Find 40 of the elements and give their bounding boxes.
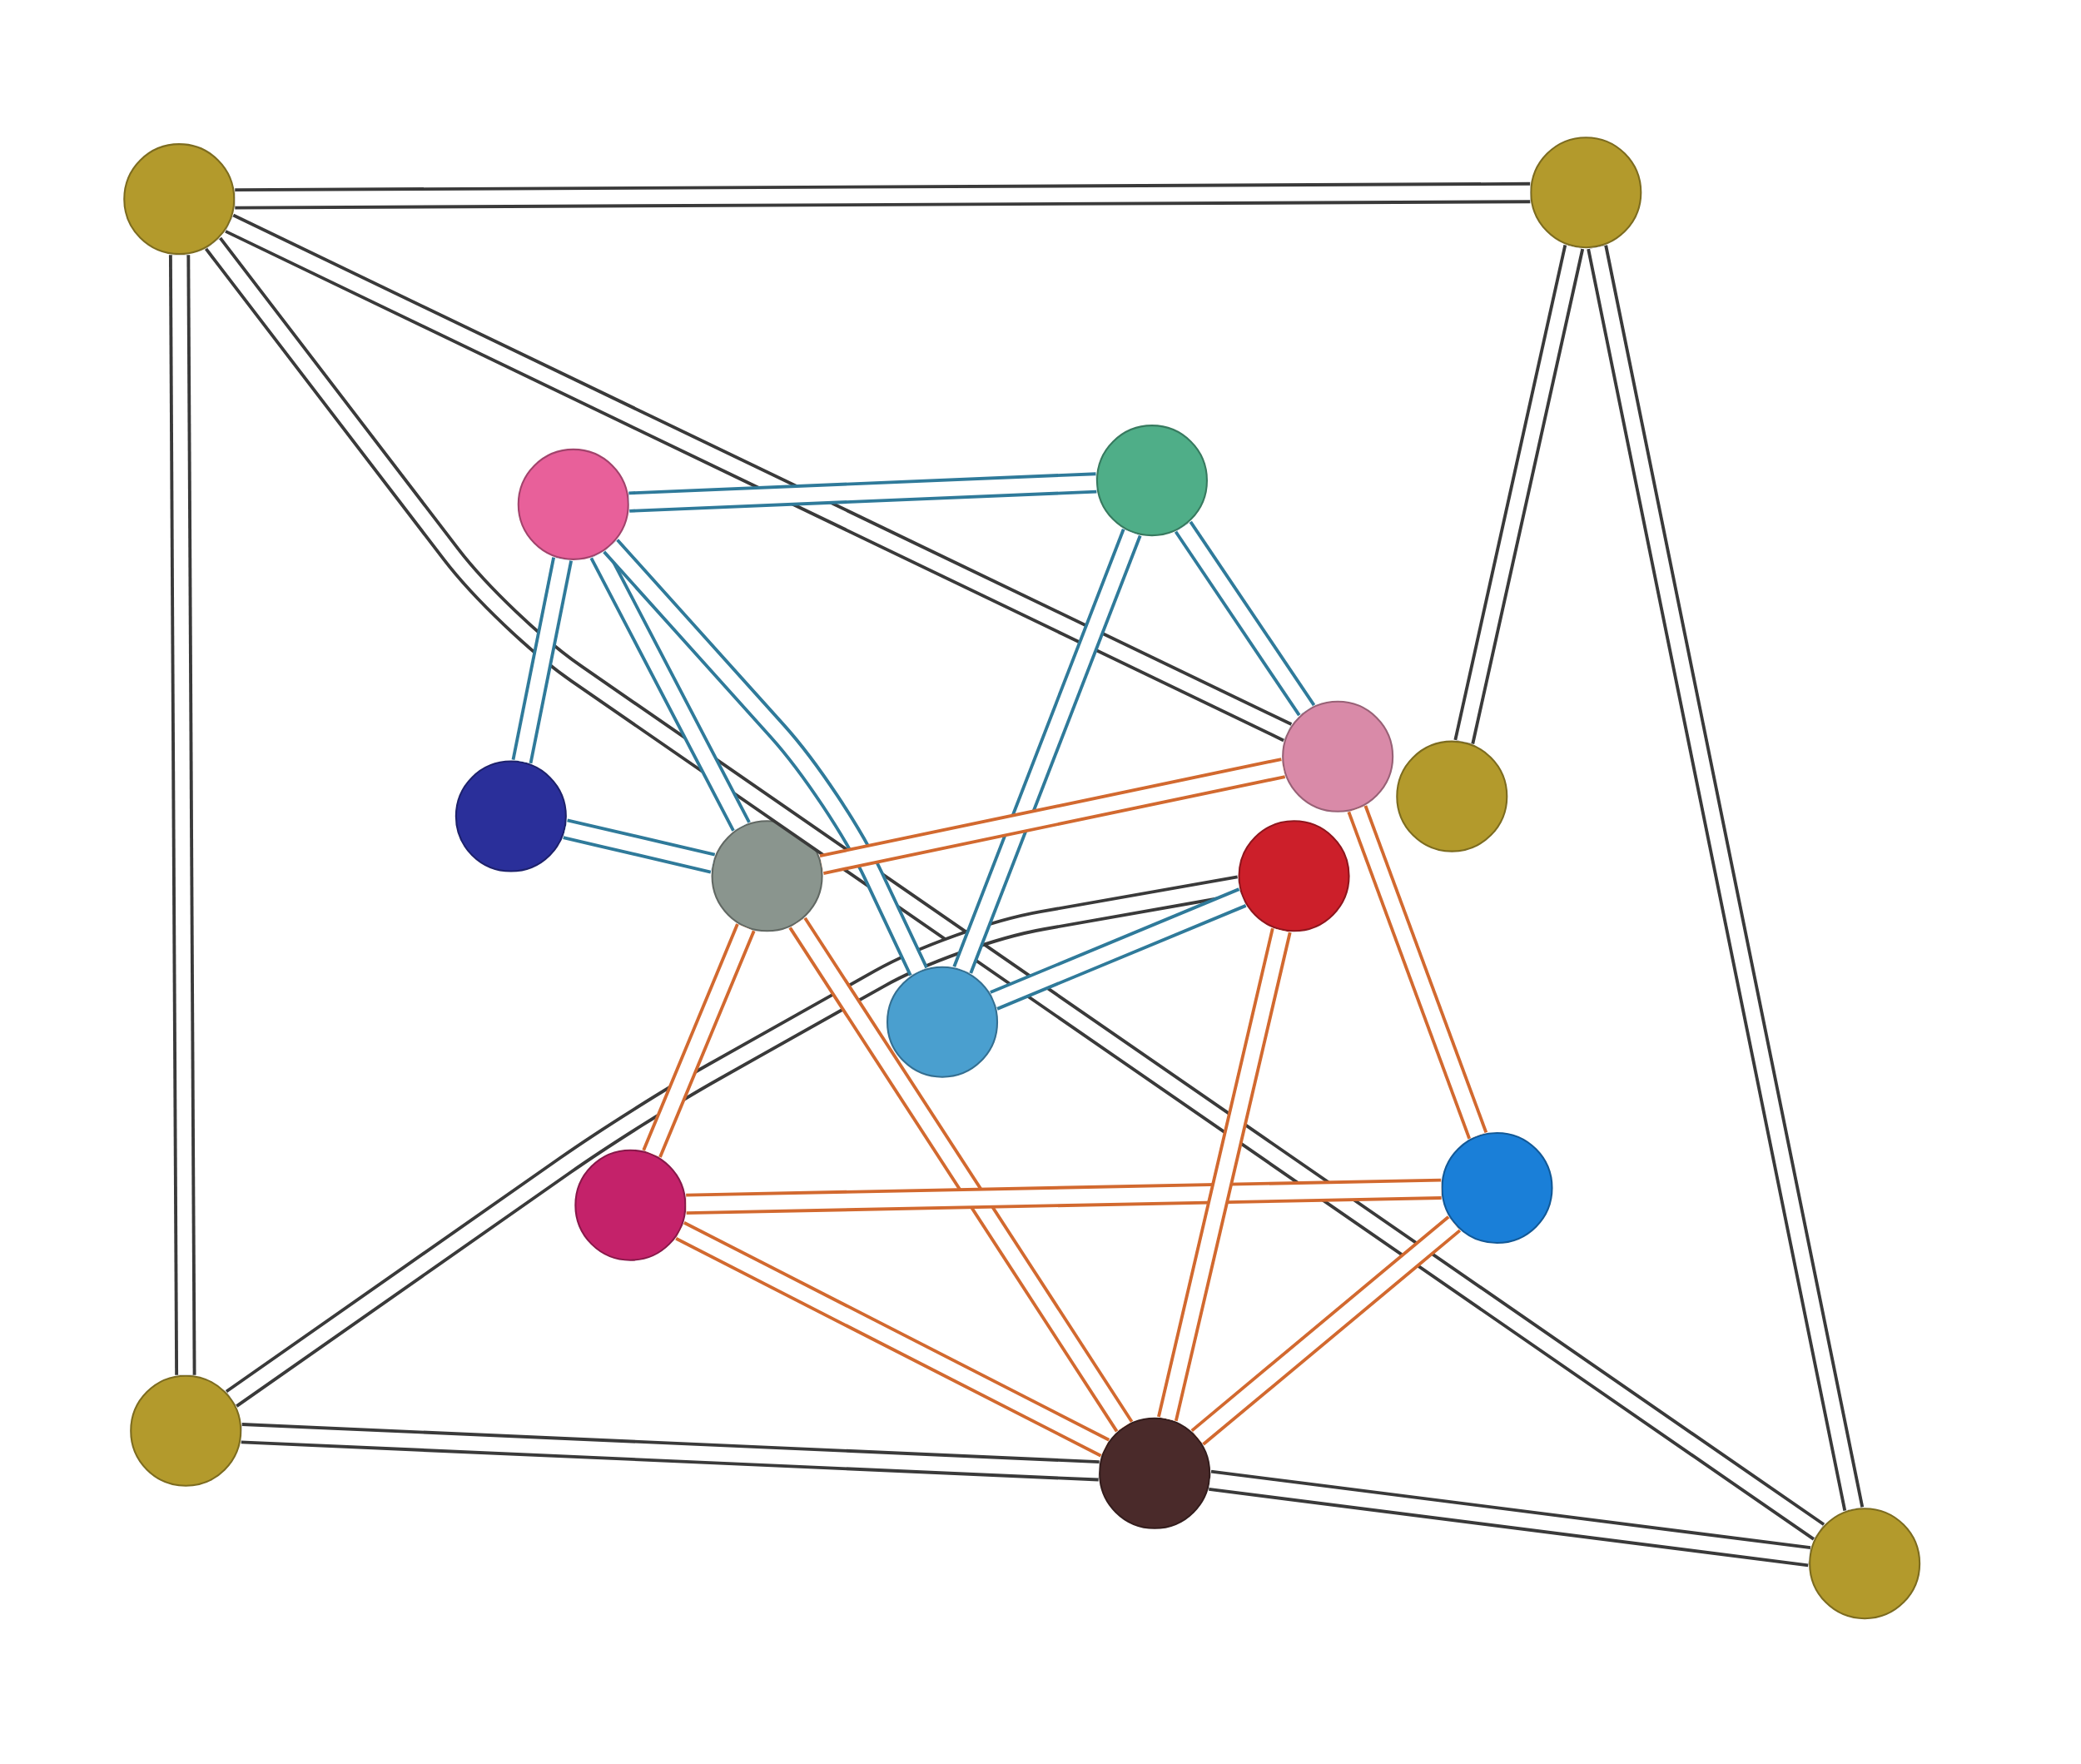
circle-node xyxy=(1809,1508,1921,1620)
double-line-connector xyxy=(990,887,1247,1011)
circle-node xyxy=(1238,820,1350,932)
double-line-connector xyxy=(563,818,716,874)
double-line-connector xyxy=(225,213,1293,743)
double-line-connector xyxy=(642,923,756,1158)
double-line-connector xyxy=(686,1178,1442,1215)
circle-node xyxy=(1530,137,1642,249)
double-line-connector xyxy=(788,917,1134,1433)
double-line-connector xyxy=(511,557,574,764)
double-line-connector xyxy=(603,539,928,976)
double-line-connector xyxy=(628,472,1097,513)
double-line-connector xyxy=(819,758,1286,875)
circle-node xyxy=(123,143,236,256)
circle-node xyxy=(711,820,823,932)
double-line-connector xyxy=(1174,520,1316,717)
double-line-connector xyxy=(1190,1215,1462,1446)
double-line-connector xyxy=(1347,805,1488,1140)
circle-node xyxy=(130,1374,242,1487)
double-line-connector xyxy=(952,529,1142,974)
double-line-connector xyxy=(1587,245,1865,1512)
circle-node xyxy=(517,448,629,560)
double-line-connector xyxy=(225,875,1241,1408)
circle-node xyxy=(1396,740,1508,852)
double-line-connector xyxy=(675,1221,1110,1458)
circle-node xyxy=(574,1149,687,1261)
circle-node xyxy=(454,760,567,872)
double-line-connector xyxy=(241,1423,1100,1482)
circle-node xyxy=(1095,425,1208,537)
circle-node xyxy=(1282,700,1394,812)
double-line-connector xyxy=(1453,244,1585,744)
double-line-connector xyxy=(589,549,751,832)
circle-node xyxy=(886,966,999,1078)
double-line-connector xyxy=(168,255,196,1375)
double-line-connector xyxy=(204,236,1825,1541)
circle-node xyxy=(1441,1131,1553,1245)
circle-node xyxy=(1099,1417,1211,1529)
double-line-connector xyxy=(1157,927,1292,1422)
double-line-connector xyxy=(1209,1469,1811,1568)
double-line-connector xyxy=(235,181,1531,210)
